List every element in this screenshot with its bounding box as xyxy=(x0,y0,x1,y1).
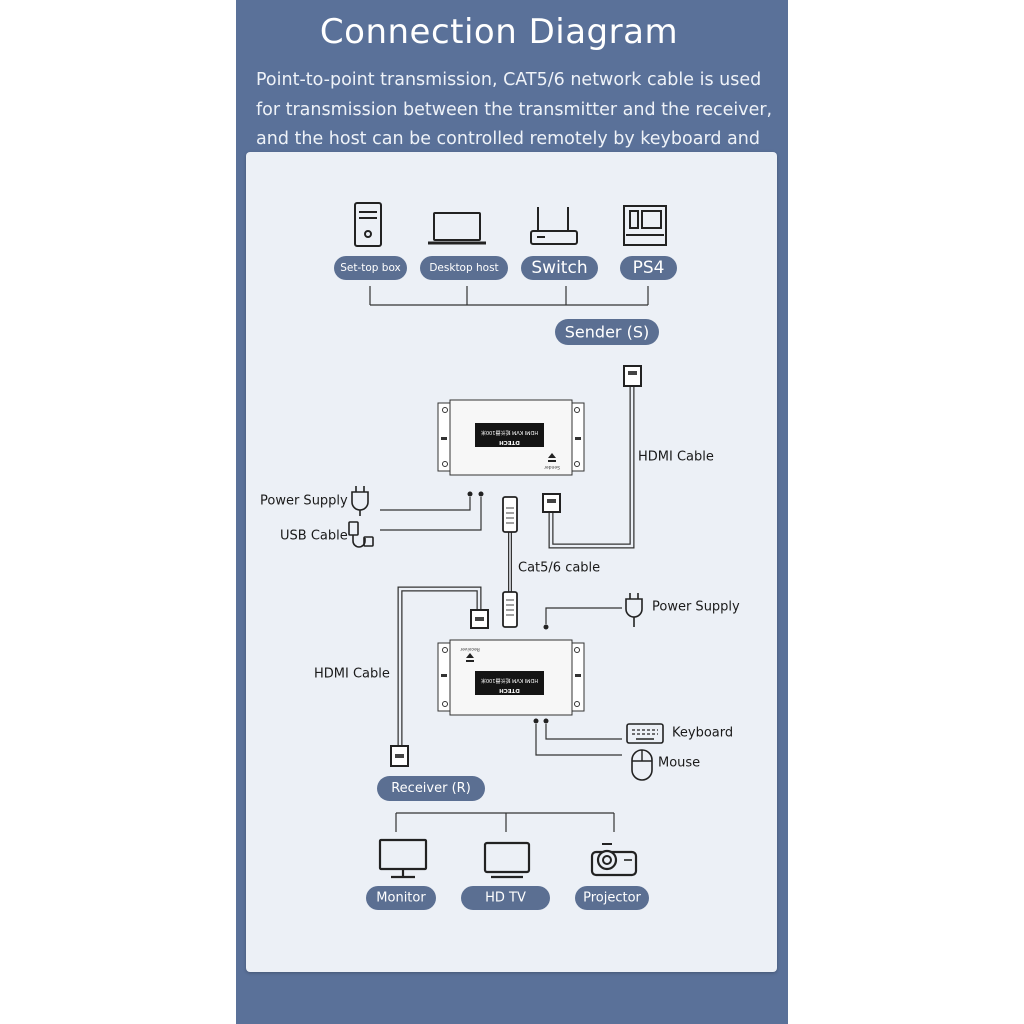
power-plug-icon xyxy=(625,593,643,627)
svg-text:Projector: Projector xyxy=(583,891,641,906)
ps4-console-icon xyxy=(623,205,667,246)
source-bracket xyxy=(369,286,649,306)
source-pill-desktop-host: Desktop host xyxy=(420,256,508,280)
page-title: Connection Diagram xyxy=(319,12,679,52)
svg-text:DTECH: DTECH xyxy=(499,439,520,445)
hdmi-cable-top-label: HDMI Cable xyxy=(638,450,714,465)
receiver-power-supply-label: Power Supply xyxy=(652,600,740,615)
sender-power-supply-label: Power Supply xyxy=(260,494,348,509)
svg-text:Receiver (R): Receiver (R) xyxy=(391,781,471,796)
hdmi-cable-top xyxy=(542,365,642,549)
set-top-box-icon xyxy=(354,202,382,247)
keyboard-label: Keyboard xyxy=(672,726,733,741)
svg-text:Receiver: Receiver xyxy=(460,646,480,652)
receiver-power-wire xyxy=(543,607,622,630)
mouse-icon xyxy=(631,749,653,781)
monitor-icon xyxy=(378,838,428,879)
keyboard-icon xyxy=(626,723,664,744)
svg-text:HDMI KVM 延长器100米: HDMI KVM 延长器100米 xyxy=(481,429,538,436)
power-plug-icon xyxy=(351,486,369,516)
output-pill-hd-tv: HD TV xyxy=(461,886,550,910)
sender-power-usb-wires xyxy=(380,491,484,531)
svg-text:Sender: Sender xyxy=(544,464,560,470)
mouse-label: Mouse xyxy=(658,756,700,771)
svg-text:HDMI KVM 延长器100米: HDMI KVM 延长器100米 xyxy=(481,677,538,684)
keyboard-mouse-wires xyxy=(533,718,622,756)
sender-pill: Sender (S) xyxy=(555,319,659,345)
usb-cable-icon xyxy=(348,521,374,548)
usb-cable-label: USB Cable xyxy=(280,529,348,544)
hdmi-cable-bottom xyxy=(390,586,489,767)
svg-text:HD TV: HD TV xyxy=(485,891,526,906)
cat-cable-label: Cat5/6 cable xyxy=(518,561,600,576)
receiver-pill: Receiver (R) xyxy=(377,776,485,801)
laptop-icon xyxy=(428,212,486,245)
svg-text:Desktop host: Desktop host xyxy=(429,262,498,274)
svg-text:Sender (S): Sender (S) xyxy=(565,323,649,342)
output-pill-projector: Projector xyxy=(575,886,649,910)
output-pill-monitor: Monitor xyxy=(366,886,436,910)
router-icon xyxy=(530,207,578,245)
svg-text:PS4: PS4 xyxy=(633,258,665,278)
svg-text:Monitor: Monitor xyxy=(376,891,426,906)
source-pill-switch: Switch xyxy=(521,256,598,280)
tv-icon xyxy=(483,841,531,879)
projector-icon xyxy=(590,843,638,877)
hdmi-cable-bottom-label: HDMI Cable xyxy=(314,667,390,682)
output-bracket xyxy=(395,812,615,832)
svg-text:DTECH: DTECH xyxy=(499,687,520,693)
svg-text:Switch: Switch xyxy=(531,258,587,278)
receiver-unit: HDMI KVM 延长器100米 DTECH Receiver xyxy=(437,639,585,716)
svg-text:Set-top box: Set-top box xyxy=(340,262,401,274)
source-pill-ps4: PS4 xyxy=(620,256,677,280)
sender-unit: HDMI KVM 延长器100米 DTECH Sender xyxy=(437,399,585,476)
cat-cable xyxy=(502,496,518,628)
source-pill-set-top-box: Set-top box xyxy=(334,256,407,280)
